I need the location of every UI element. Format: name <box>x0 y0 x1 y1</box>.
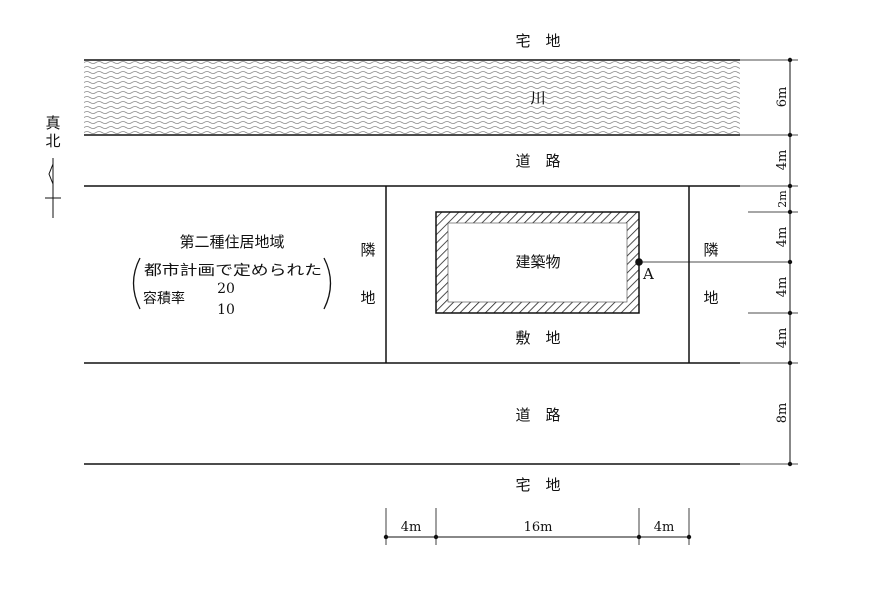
building-interior <box>447 222 628 303</box>
zone-ratio-denominator: 10 <box>217 302 235 318</box>
building-label: 建築物 <box>515 253 560 271</box>
bottom-dimension-chain <box>383 508 692 545</box>
dim-building-south-half: 4m <box>775 277 790 298</box>
zone-plan-label: 都市計画で定められた <box>144 262 322 279</box>
dim-north-setback: 2m <box>776 190 789 208</box>
site-label: 敷 地 <box>515 329 560 347</box>
dim-river-width: 6m <box>775 87 790 108</box>
dim-south-setback: 4m <box>775 328 790 349</box>
left-neighbor-char1: 隣 <box>360 241 375 259</box>
zone-district-label: 第二種住居地域 <box>179 233 284 251</box>
top-residential-label: 宅 地 <box>515 32 560 50</box>
right-neighbor-char1: 隣 <box>703 241 718 259</box>
bottom-residential-label: 宅 地 <box>515 476 560 494</box>
dim-east-setback: 4m <box>654 520 675 535</box>
zone-ratio-prefix: 容積率 <box>143 290 185 307</box>
right-dimension-chain <box>740 57 798 467</box>
dim-south-road-width: 8m <box>775 403 790 424</box>
point-a-marker <box>635 258 643 266</box>
true-north-char2: 北 <box>45 132 60 150</box>
south-road-label: 道 路 <box>515 406 560 424</box>
true-north-char1: 真 <box>45 114 60 132</box>
north-arrow-icon <box>45 158 61 218</box>
right-neighbor-char2: 地 <box>703 289 718 307</box>
north-road-label: 道 路 <box>515 152 560 170</box>
left-neighbor-char2: 地 <box>360 289 375 307</box>
zone-ratio-numerator: 20 <box>217 281 235 297</box>
river-label: 川 <box>530 89 545 107</box>
point-a-label: A <box>642 265 654 283</box>
river-area <box>84 60 740 135</box>
dim-building-north-half: 4m <box>775 227 790 248</box>
dim-north-road-width: 4m <box>775 150 790 171</box>
dim-west-setback: 4m <box>401 520 422 535</box>
zone-left-paren <box>132 257 141 310</box>
dim-building-length: 16m <box>524 520 553 535</box>
zone-right-paren <box>323 257 332 310</box>
